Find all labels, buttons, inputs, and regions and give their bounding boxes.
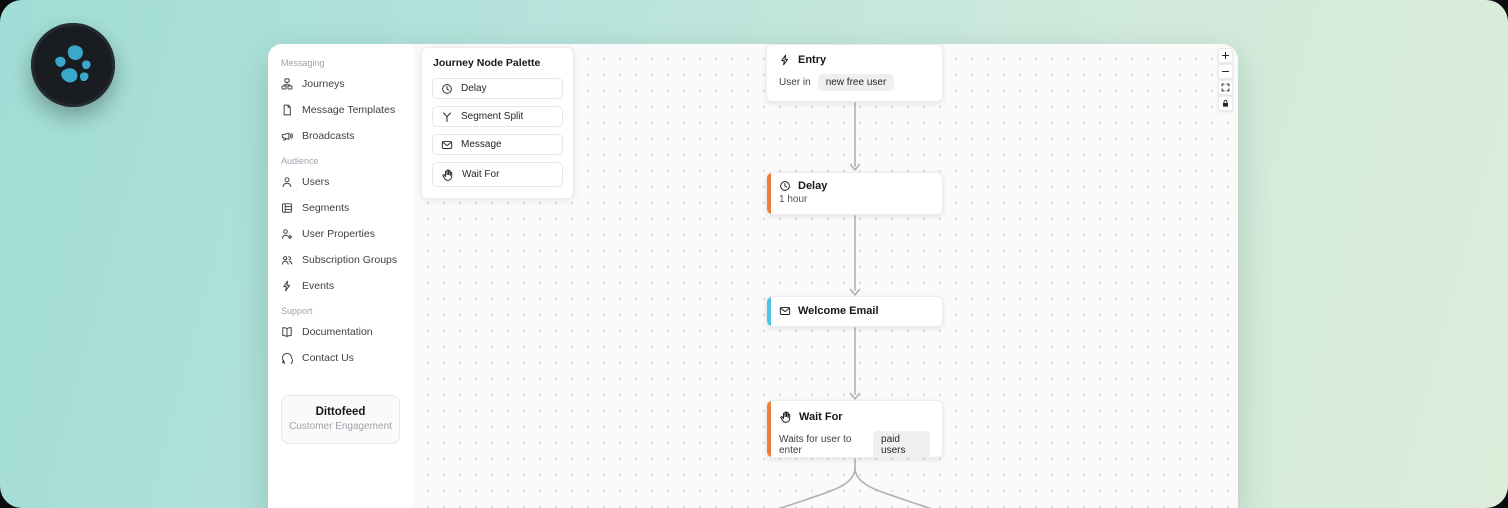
workspace-card: Dittofeed Customer Engagement (281, 395, 400, 444)
palette-item-delay[interactable]: Delay (432, 78, 563, 99)
sidebar-section-support: Support (281, 306, 313, 316)
palette-item-message[interactable]: Message (432, 134, 563, 155)
plus-icon (1221, 51, 1230, 60)
sidebar-section-messaging: Messaging (281, 58, 325, 68)
node-accent-stripe (767, 297, 771, 326)
hand-icon (442, 169, 453, 181)
sidebar-item-segments[interactable]: Segments (281, 195, 400, 221)
sidebar-item-events[interactable]: Events (281, 273, 400, 299)
palette-item-wait-for[interactable]: Wait For (432, 162, 563, 187)
node-entry[interactable]: Entry User in new free user (766, 44, 943, 102)
palette-item-label: Segment Split (461, 111, 524, 122)
sidebar-item-documentation[interactable]: Documentation (281, 319, 400, 345)
contact-icon (282, 352, 293, 364)
sidebar-item-label: Segments (302, 202, 350, 214)
node-body-text: Waits for user to enter (779, 434, 852, 456)
node-accent-stripe (767, 173, 771, 214)
broadcasts-icon (281, 132, 293, 141)
sidebar-item-users[interactable]: Users (281, 169, 400, 195)
palette-item-segment-split[interactable]: Segment Split (432, 106, 563, 127)
events-icon (283, 280, 291, 292)
node-body-text: 1 hour (779, 194, 808, 205)
lock-button[interactable] (1218, 96, 1233, 111)
node-wait-for[interactable]: Wait For Waits for user to enter paid us… (766, 400, 943, 458)
sidebar-item-label: Documentation (302, 326, 373, 338)
sidebar-item-label: Message Templates (302, 104, 396, 116)
palette-item-label: Message (461, 139, 502, 150)
documentation-icon (282, 327, 292, 338)
app-window: Messaging Journeys Message Templates (268, 44, 1238, 508)
fit-view-button[interactable] (1218, 80, 1233, 95)
journeys-icon (281, 78, 293, 90)
segment-tag[interactable]: paid users (873, 431, 930, 457)
clock-icon (442, 83, 452, 94)
message-templates-icon (283, 104, 291, 116)
mail-icon (779, 307, 791, 315)
node-welcome-email[interactable]: Welcome Email (766, 296, 943, 327)
fit-view-icon (1221, 83, 1230, 92)
sidebar-item-user-properties[interactable]: User Properties (281, 221, 400, 247)
journey-node-palette: Journey Node Palette Delay Segment Split (421, 47, 574, 199)
segment-tag[interactable]: new free user (817, 74, 895, 91)
sidebar-section-audience: Audience (281, 156, 319, 166)
users-icon (282, 177, 292, 188)
node-accent-stripe (767, 401, 771, 457)
sidebar-item-label: Journeys (302, 78, 345, 90)
palette-item-label: Delay (461, 83, 487, 94)
palette-item-label: Wait For (462, 169, 500, 180)
zoom-in-button[interactable] (1218, 48, 1233, 63)
sidebar-item-label: User Properties (302, 228, 375, 240)
workspace-subtitle: Customer Engagement (289, 421, 392, 432)
mail-icon (441, 140, 453, 149)
flow-controls (1218, 48, 1233, 111)
sidebar: Messaging Journeys Message Templates (268, 44, 413, 508)
node-title: Delay (798, 180, 828, 192)
zap-icon (781, 54, 789, 66)
sidebar-item-broadcasts[interactable]: Broadcasts (281, 123, 400, 149)
sidebar-item-label: Broadcasts (302, 130, 355, 142)
clock-icon (780, 181, 790, 191)
zoom-out-button[interactable] (1218, 64, 1233, 79)
sidebar-item-journeys[interactable]: Journeys (281, 71, 400, 97)
split-icon (443, 111, 451, 122)
sidebar-item-message-templates[interactable]: Message Templates (281, 97, 400, 123)
workspace-title: Dittofeed (315, 406, 366, 418)
sidebar-item-contact-us[interactable]: Contact Us (281, 345, 400, 371)
hand-icon (780, 411, 791, 423)
sidebar-item-label: Contact Us (302, 352, 354, 364)
minus-icon (1221, 70, 1230, 73)
sidebar-item-subscription-groups[interactable]: Subscription Groups (281, 247, 400, 273)
node-title: Welcome Email (798, 305, 879, 317)
logo-blobs-icon (55, 45, 91, 83)
sidebar-item-label: Subscription Groups (302, 254, 398, 266)
journey-canvas[interactable]: Journey Node Palette Delay Segment Split (413, 44, 1238, 508)
segments-icon (282, 203, 292, 213)
subscription-groups-icon (281, 256, 293, 265)
user-properties-icon (281, 229, 293, 240)
node-delay[interactable]: Delay 1 hour (766, 172, 943, 215)
lock-icon (1222, 99, 1229, 107)
dittofeed-logo (31, 23, 115, 107)
node-title: Wait For (799, 410, 843, 423)
sidebar-item-label: Users (302, 176, 330, 188)
node-title: Entry (798, 54, 827, 66)
node-body-text: User in (779, 77, 811, 88)
sidebar-item-label: Events (302, 280, 335, 292)
palette-title: Journey Node Palette (433, 57, 541, 69)
